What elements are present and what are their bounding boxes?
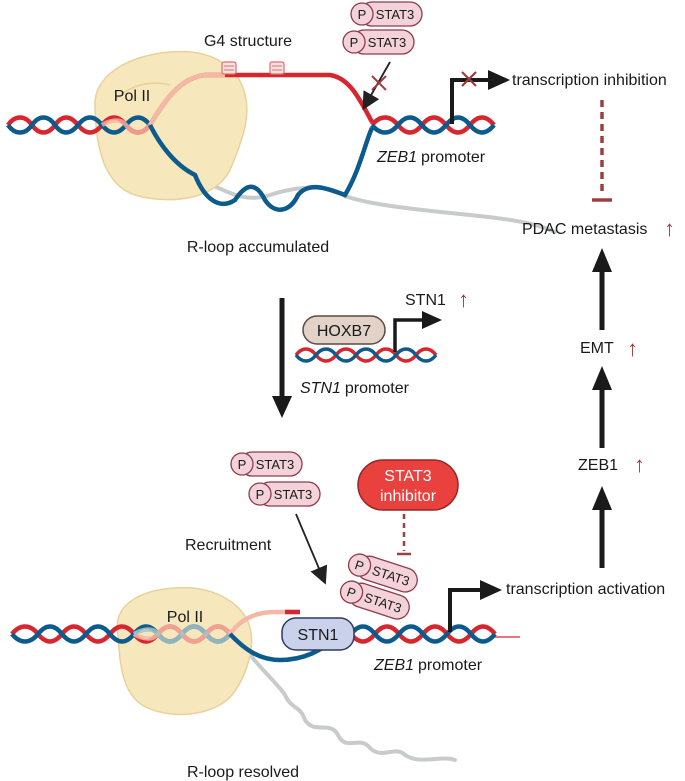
blocked-binding-arrow [362, 61, 391, 111]
rloop-accumulated-label: R-loop accumulated [187, 239, 329, 256]
bound-stat3-lower: P STAT3 [339, 580, 410, 620]
free-stat3-upper: P STAT3 [230, 451, 303, 477]
zeb1-label: ZEB1 [578, 457, 618, 474]
top-pol-ii [94, 50, 248, 201]
top-tss-arrow [450, 70, 510, 124]
top-stat3-dimer: P STAT3 P STAT3 [342, 1, 423, 55]
recruitment-arrow [295, 513, 328, 585]
bound-stat3-dimer: P STAT3 P STAT3 [339, 553, 418, 620]
arrow-activation-to-zeb1 [592, 486, 612, 568]
phospho-label: P [256, 487, 265, 502]
bottom-dna-left [10, 624, 232, 644]
pdac-up-icon: ↑ [664, 216, 675, 241]
pdac-metastasis-label: PDAC metastasis [522, 221, 647, 238]
arrow-zeb1-to-emt [592, 366, 612, 448]
hoxb7-label: HOXB7 [317, 323, 371, 340]
bottom-pol-ii-label: Pol II [167, 609, 203, 626]
top-blue-loop [147, 123, 375, 212]
stn1-up-icon: ↑ [458, 287, 469, 312]
inhibitor-label-line2: inhibitor [380, 488, 437, 505]
g4-structure-label: G4 structure [204, 33, 292, 50]
top-dna-right [370, 115, 496, 135]
free-stat3-lower: P STAT3 [248, 481, 321, 507]
phospho-label: P [358, 7, 367, 22]
top-panel: P STAT3 P STAT3 G4 structure Pol II ZEB1… [6, 1, 667, 256]
right-column: PDAC metastasis ↑ EMT ↑ ZEB1 ↑ [522, 100, 675, 568]
free-stat3-dimer: P STAT3 P STAT3 [230, 451, 321, 507]
top-stat3-lower: P STAT3 [342, 29, 415, 55]
emt-up-icon: ↑ [627, 336, 638, 361]
top-pol-ii-label: Pol II [114, 88, 150, 105]
stn1-gene-label: STN1 [405, 292, 446, 309]
inhibitor-label-line1: STAT3 [384, 468, 432, 485]
stn1-tss-arrow [393, 311, 442, 352]
phospho-label: P [238, 457, 247, 472]
g4-structure-icon [221, 61, 285, 75]
bottom-pol-ii [116, 587, 253, 716]
bottom-tss-arrow [448, 580, 502, 632]
transcription-activation-label: transcription activation [506, 581, 665, 598]
rloop-resolved-label: R-loop resolved [187, 764, 299, 781]
zeb1-up-icon: ↑ [634, 452, 645, 477]
stat3-inhibitor: STAT3 inhibitor [357, 459, 459, 511]
emt-label: EMT [580, 340, 614, 357]
stat3-label: STAT3 [256, 457, 295, 472]
inhibitor-dashed-line [397, 514, 411, 556]
stat3-label: STAT3 [368, 35, 407, 50]
top-stat3-upper: P STAT3 [350, 1, 423, 27]
bottom-red-strand [228, 609, 300, 636]
bottom-panel: STN1 P STAT3 P STAT3 P STAT3 [10, 451, 665, 781]
stat3-label: STAT3 [376, 7, 415, 22]
stn1-dna [294, 347, 438, 363]
top-dna-left [6, 115, 152, 135]
stn1-protein: STN1 [281, 617, 355, 651]
transcription-inhibition-label: transcription inhibition [512, 72, 667, 89]
inhibition-dashed-line [592, 100, 612, 202]
stn1-box-label: STN1 [298, 627, 339, 644]
stat3-label: STAT3 [274, 487, 313, 502]
recruitment-label: Recruitment [185, 537, 272, 554]
phospho-label: P [350, 35, 359, 50]
down-arrow [272, 298, 292, 418]
arrow-emt-to-pdac [592, 248, 612, 330]
bound-stat3-upper: P STAT3 [347, 553, 418, 593]
bottom-rna-strand [238, 638, 457, 762]
hoxb7-protein: HOXB7 [302, 315, 386, 345]
